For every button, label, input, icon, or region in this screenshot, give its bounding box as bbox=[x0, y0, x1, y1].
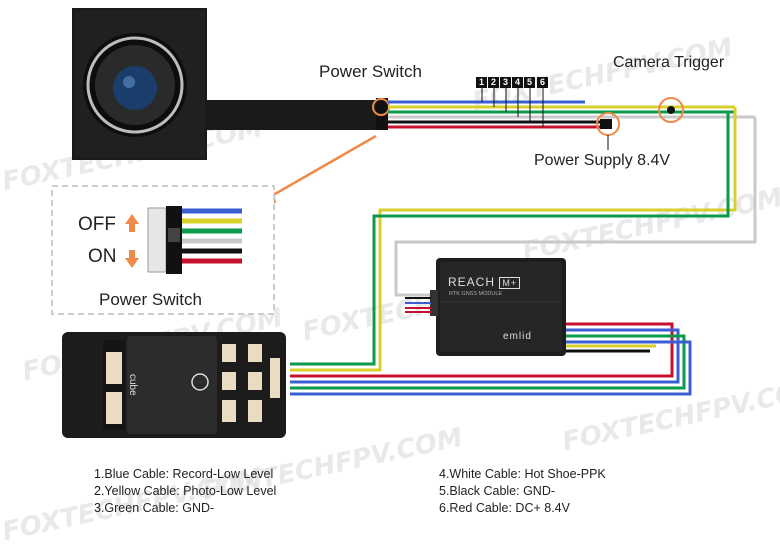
power-switch-detail bbox=[51, 185, 275, 315]
arrow-up-icon bbox=[125, 214, 139, 232]
camera-trigger-connector bbox=[658, 97, 684, 123]
legend-item: 4.White Cable: Hot Shoe-PPK bbox=[439, 467, 606, 481]
pin-callouts bbox=[481, 88, 544, 127]
camera-trigger-label: Camera Trigger bbox=[613, 54, 725, 71]
pin-label-3: 3 bbox=[500, 77, 511, 88]
legend-item: 3.Green Cable: GND- bbox=[94, 501, 215, 515]
module-badge: M+ bbox=[499, 277, 521, 289]
cable-legend-right: 4.White Cable: Hot Shoe-PPK 5.Black Cabl… bbox=[439, 466, 606, 517]
module-to-controller-wires bbox=[290, 322, 692, 396]
pin-label-1: 1 bbox=[476, 77, 487, 88]
pin-label-5: 5 bbox=[524, 77, 535, 88]
reach-module bbox=[405, 258, 566, 356]
module-brand: REACH M+ bbox=[448, 275, 521, 289]
trigger-loop-wires bbox=[290, 107, 757, 372]
legend-item: 1.Blue Cable: Record-Low Level bbox=[94, 467, 274, 481]
controller-brand: cube bbox=[127, 374, 138, 396]
power-switch-label: Power Switch bbox=[319, 62, 422, 81]
camera bbox=[72, 8, 380, 160]
legend-item: 6.Red Cable: DC+ 8.4V bbox=[439, 501, 570, 515]
legend-item: 2.Yellow Cable: Photo-Low Level bbox=[94, 484, 277, 498]
module-maker: emlid bbox=[503, 331, 532, 342]
arrow-down-icon bbox=[125, 250, 139, 268]
power-switch-detail-label: Power Switch bbox=[99, 290, 202, 309]
wiring-diagram: FOXTECHFPV.COM FOXTECHFPV.COM FOXTECHFPV… bbox=[0, 8, 780, 547]
cable-legend-left: 1.Blue Cable: Record-Low Level 2.Yellow … bbox=[94, 466, 276, 517]
module-subtitle: RTK GNSS MODULE bbox=[449, 291, 503, 297]
pin-label-6: 6 bbox=[537, 77, 548, 88]
zoom-arrow bbox=[258, 134, 377, 204]
pin-label-2: 2 bbox=[488, 77, 499, 88]
cube-flight-controller bbox=[62, 332, 286, 438]
legend-item: 5.Black Cable: GND- bbox=[439, 484, 556, 498]
cable-bundle bbox=[388, 100, 755, 129]
power-supply-label: Power Supply 8.4V bbox=[534, 152, 671, 169]
power-supply-connector bbox=[596, 112, 620, 150]
off-label: OFF bbox=[78, 214, 116, 235]
pin-label-4: 4 bbox=[512, 77, 523, 88]
on-label: ON bbox=[88, 246, 117, 267]
wiring-svg bbox=[51, 8, 757, 438]
